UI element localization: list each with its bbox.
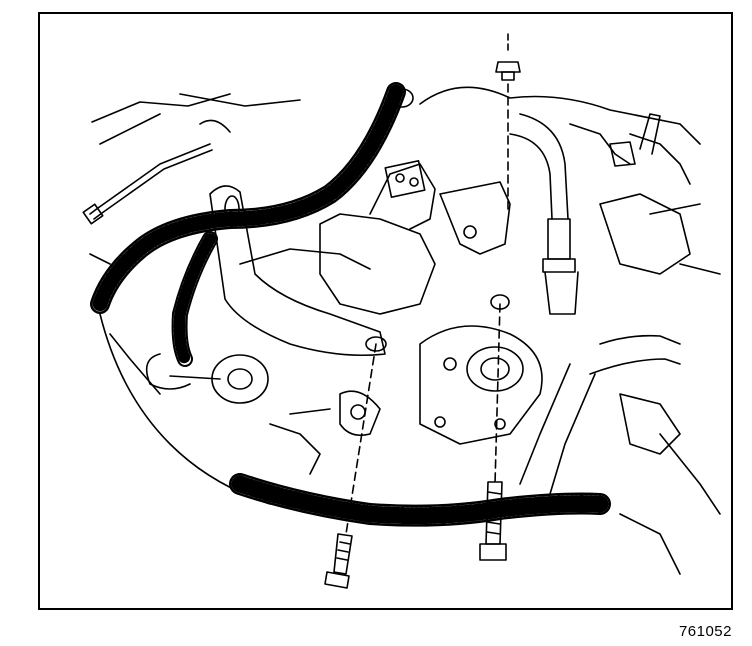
engine-line-drawing	[82, 33, 721, 589]
lower-wiring-harness	[229, 473, 611, 527]
mounting-plate	[319, 159, 511, 315]
mount-bolt-lower-left	[324, 336, 387, 589]
corrugated-wiring-harness	[90, 82, 414, 367]
left-sensor-harness	[82, 119, 231, 225]
mount-bolt-upper	[495, 33, 521, 215]
mount-bolt-lower-right	[479, 294, 510, 561]
support-bracket	[209, 185, 386, 357]
mount-housing	[269, 325, 543, 475]
engine-illustration-frame	[38, 12, 733, 610]
figure-number: 761052	[678, 623, 732, 640]
coolant-tube	[509, 113, 681, 495]
idler-pulley	[145, 353, 269, 404]
right-engine-components	[599, 113, 691, 455]
